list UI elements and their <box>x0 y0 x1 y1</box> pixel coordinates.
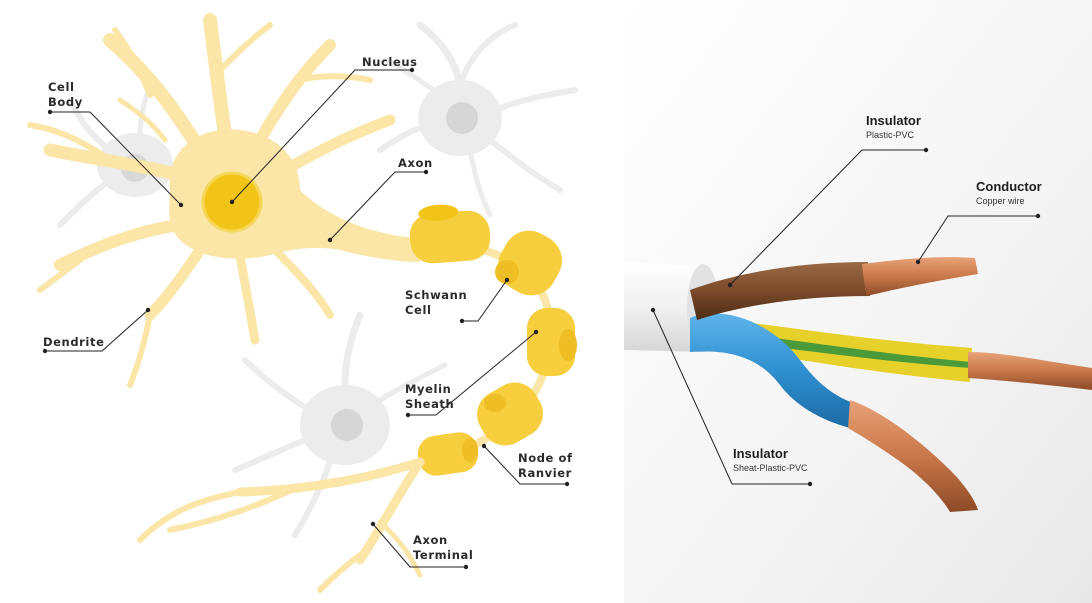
label-node-of-ranvier: Node of Ranvier <box>518 451 573 480</box>
neuron-dendrites <box>27 13 396 388</box>
wire-brown <box>690 262 870 320</box>
copper-strands-top <box>862 257 978 296</box>
myelin-sheath <box>409 204 577 476</box>
myelin-segment-3 <box>527 308 575 376</box>
background-neuron-left <box>57 82 173 228</box>
myelin-segment-5 <box>417 432 479 476</box>
neuron-leader-dots <box>42 67 570 570</box>
background-nucleus-bottom <box>331 409 363 441</box>
copper-strands-bottom <box>848 400 978 512</box>
wire-blue <box>690 313 858 428</box>
label-cell-body: Cell Body <box>48 80 83 109</box>
label-axon: Axon <box>398 156 433 170</box>
axon-terminal-branches <box>137 457 425 593</box>
label-nucleus: Nucleus <box>362 55 418 69</box>
label-insulator-top: Insulator Plastic-PVC <box>866 113 921 140</box>
neuron-leader-lines <box>45 69 567 568</box>
background-nucleus-top-right <box>446 102 478 134</box>
copper-strands-right <box>968 352 1092 390</box>
label-axon-terminal: Axon Terminal <box>413 533 474 562</box>
label-myelin-sheath: Myelin Sheath <box>405 382 455 411</box>
wire-leader-dots <box>650 147 1041 487</box>
wire-leader-lines <box>652 149 1038 485</box>
label-conductor: Conductor Copper wire <box>976 179 1042 206</box>
myelin-segment-1 <box>409 210 491 264</box>
neuron-diagram <box>27 13 578 593</box>
label-insulator-sheath: Insulator Sheat-Plastic-PVC <box>733 446 808 473</box>
label-dendrite: Dendrite <box>43 335 105 349</box>
label-schwann-cell: Schwann Cell <box>405 288 468 317</box>
